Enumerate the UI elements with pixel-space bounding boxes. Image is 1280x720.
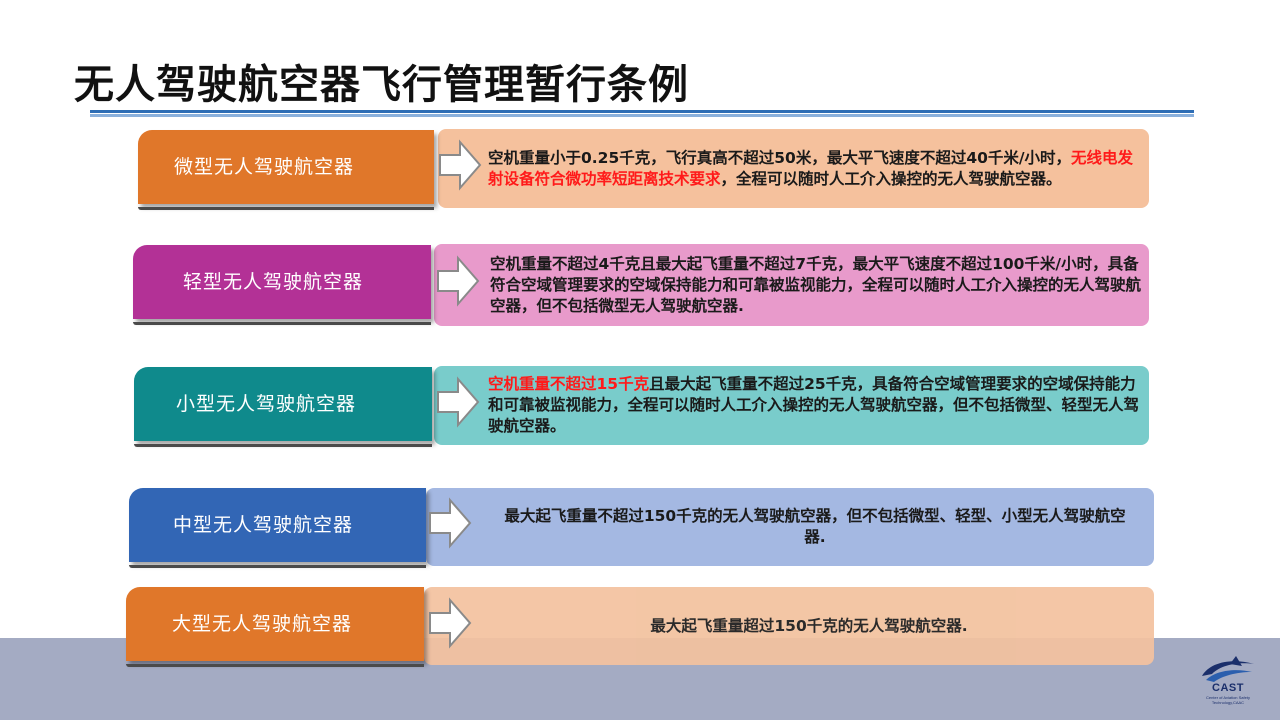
arrow-right-icon (429, 597, 472, 649)
category-label-medium: 中型无人驾驶航空器 (129, 488, 426, 568)
description-text: 空机重量小于0.25千克，飞行真高不超过50米，最大平飞速度不超过40千米/小时… (488, 148, 1134, 188)
category-description-large: 最大起飞重量超过150千克的无人驾驶航空器. (424, 587, 1154, 665)
arrow-right-icon (437, 376, 480, 428)
category-label-large: 大型无人驾驶航空器 (126, 587, 424, 667)
description-text: 空机重量不超过15千克且最大起飞重量不超过25千克，具备符合空域管理要求的空域保… (488, 375, 1140, 435)
logo-name: CAST (1212, 682, 1244, 694)
highlight-text: 空机重量不超过15千克 (488, 375, 650, 393)
description-text: 空机重量不超过4千克且最大起飞重量不超过7千克，最大平飞速度不超过100千米/小… (490, 254, 1142, 315)
category-label-light: 轻型无人驾驶航空器 (133, 245, 431, 325)
arrow-right-icon (439, 139, 482, 191)
arrow-right-icon (437, 255, 480, 307)
page-title: 无人驾驶航空器飞行管理暂行条例 (74, 62, 689, 108)
description-text: 最大起飞重量不超过150千克的无人驾驶航空器，但不包括微型、轻型、小型无人驾驶航… (504, 507, 1126, 546)
category-label-micro: 微型无人驾驶航空器 (138, 130, 434, 210)
arrow-right-icon (429, 497, 472, 549)
cast-logo-icon (1202, 656, 1254, 682)
category-description-medium: 最大起飞重量不超过150千克的无人驾驶航空器，但不包括微型、轻型、小型无人驾驶航… (426, 488, 1154, 566)
description-text: 最大起飞重量超过150千克的无人驾驶航空器. (650, 616, 968, 635)
title-underline (90, 110, 1194, 117)
category-description-micro: 空机重量小于0.25千克，飞行真高不超过50米，最大平飞速度不超过40千米/小时… (438, 129, 1149, 208)
category-description-small: 空机重量不超过15千克且最大起飞重量不超过25千克，具备符合空域管理要求的空域保… (434, 366, 1149, 445)
category-description-light: 空机重量不超过4千克且最大起飞重量不超过7千克，最大平飞速度不超过100千米/小… (434, 244, 1149, 326)
category-label-small: 小型无人驾驶航空器 (134, 367, 432, 447)
highlight-text: 无线电发射设备符合微功率短距离技术要求 (488, 148, 1134, 188)
logo-subtitle: Center of Aviation Safety Technology,CAA… (1206, 695, 1250, 705)
